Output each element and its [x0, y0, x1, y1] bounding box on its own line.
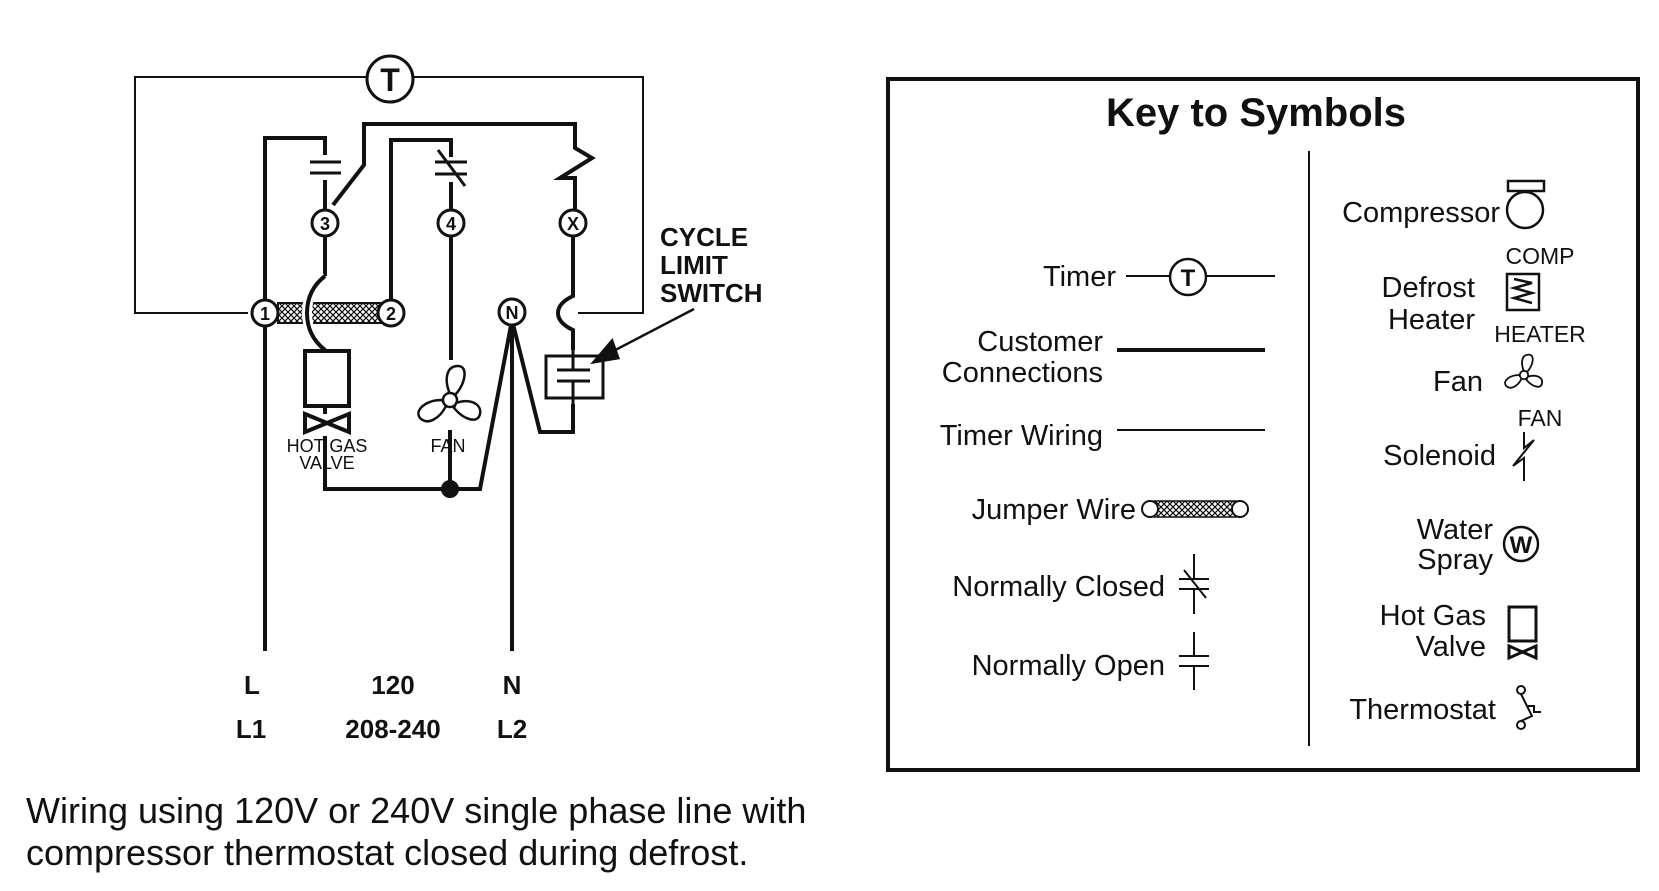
key-normally-closed-symbol [1179, 554, 1209, 614]
cycle-limit-switch-symbol [544, 307, 695, 404]
water-spray-icon [1502, 525, 1540, 563]
key-title: Key to Symbols [1106, 91, 1406, 135]
timer-symbol-label: T [380, 62, 400, 98]
key-timer-symbol: T [1181, 265, 1196, 292]
supply-label-120: 120 [371, 670, 414, 700]
key-compressor-label: Compressor [1342, 197, 1500, 229]
key-water-label-2: Spray [1417, 544, 1493, 576]
key-jumper-wire: Jumper Wire [972, 494, 1249, 526]
hot-gas-valve-label-2: VALVE [299, 453, 354, 473]
key-fan: Fan FAN [1433, 353, 1563, 431]
normally-open-contact [310, 160, 341, 175]
solenoid-icon [1512, 432, 1535, 481]
key-normally-open: Normally Open [972, 632, 1209, 690]
key-customer-label-2: Connections [942, 357, 1103, 389]
cycle-limit-label-1: CYCLE [660, 222, 748, 252]
terminal-3-label: 3 [320, 214, 330, 234]
terminal-4: 4 [436, 208, 466, 238]
key-heater-caption: HEATER [1494, 321, 1586, 347]
terminal-1: 1 [250, 298, 280, 328]
key-timer-wiring: Timer Wiring [940, 420, 1265, 452]
key-thermostat-label: Thermostat [1349, 694, 1496, 726]
terminal-4-label: 4 [446, 214, 456, 234]
terminal-1-label: 1 [260, 304, 270, 324]
wiring-diagram: T [134, 54, 763, 744]
key-comp-caption: COMP [1506, 243, 1575, 269]
key-normally-open-symbol [1179, 632, 1209, 690]
key-solenoid: Solenoid [1383, 432, 1535, 481]
key-defrost-heater: Defrost Heater HEATER [1382, 272, 1586, 347]
normally-closed-contact [435, 149, 467, 187]
key-solenoid-label: Solenoid [1383, 440, 1496, 472]
hot-gas-valve-icon [1507, 605, 1538, 661]
key-defrost-label-2: Heater [1388, 304, 1475, 336]
supply-label-l1: L1 [236, 714, 266, 744]
terminal-n: N [497, 297, 527, 327]
key-timer-wiring-label: Timer Wiring [940, 420, 1103, 452]
key-jumper-label: Jumper Wire [972, 494, 1136, 526]
heater-icon [1505, 272, 1541, 312]
timer-symbol: T [365, 54, 415, 104]
hot-gas-valve-label-1: HOT GAS [287, 436, 368, 456]
terminal-2-label: 2 [386, 304, 396, 324]
key-normally-closed-label: Normally Closed [952, 571, 1165, 603]
supply-label-l2: L2 [497, 714, 527, 744]
key-compressor: Compressor COMP [1342, 179, 1575, 269]
key-water-symbol: W [1510, 532, 1533, 559]
key-normally-closed: Normally Closed [952, 554, 1209, 614]
key-normally-open-label: Normally Open [972, 650, 1165, 682]
key-fan-icon [1504, 353, 1543, 389]
jumper-wire [277, 302, 383, 324]
key-water-spray: Water Spray W [1417, 514, 1540, 576]
supply-label-l: L [244, 670, 260, 700]
key-timer: Timer T [1043, 257, 1275, 297]
fan-label: FAN [430, 436, 465, 456]
cycle-limit-label-2: LIMIT [660, 250, 728, 280]
timer-wiring-loop [134, 76, 644, 314]
supply-label-208-240: 208-240 [345, 714, 440, 744]
hot-gas-valve-symbol [303, 349, 351, 435]
key-hot-gas-valve: Hot Gas Valve [1380, 600, 1538, 663]
key-fan-label: Fan [1433, 366, 1483, 398]
key-hgv-label-1: Hot Gas [1380, 600, 1486, 632]
junction-dot [441, 480, 459, 498]
key-hgv-label-2: Valve [1416, 631, 1486, 663]
caption-line-1: Wiring using 120V or 240V single phase l… [26, 790, 807, 831]
fan-icon [417, 364, 482, 423]
key-thermostat: Thermostat [1349, 685, 1541, 730]
key-customer-label-1: Customer [977, 326, 1103, 358]
thermostat-icon [1516, 685, 1541, 730]
customer-connections [263, 122, 596, 651]
compressor-icon [1505, 179, 1546, 230]
key-water-label-1: Water [1417, 514, 1494, 546]
supply-label-n: N [503, 670, 522, 700]
key-customer-connections: Customer Connections [942, 326, 1265, 389]
key-to-symbols: Key to Symbols Timer T Customer Connecti… [886, 77, 1640, 772]
terminal-x: X [558, 208, 588, 238]
terminal-x-label: X [567, 214, 579, 234]
diagram-caption: Wiring using 120V or 240V single phase l… [26, 790, 926, 874]
key-defrost-label-1: Defrost [1382, 272, 1475, 304]
cycle-limit-label-3: SWITCH [660, 278, 763, 308]
key-fan-caption: FAN [1518, 405, 1563, 431]
key-jumper-symbol [1153, 500, 1237, 518]
terminal-3: 3 [310, 208, 340, 238]
key-timer-label: Timer [1043, 261, 1116, 293]
terminal-n-label: N [506, 303, 519, 323]
caption-line-2: compressor thermostat closed during defr… [26, 832, 749, 873]
terminal-2: 2 [376, 298, 406, 328]
